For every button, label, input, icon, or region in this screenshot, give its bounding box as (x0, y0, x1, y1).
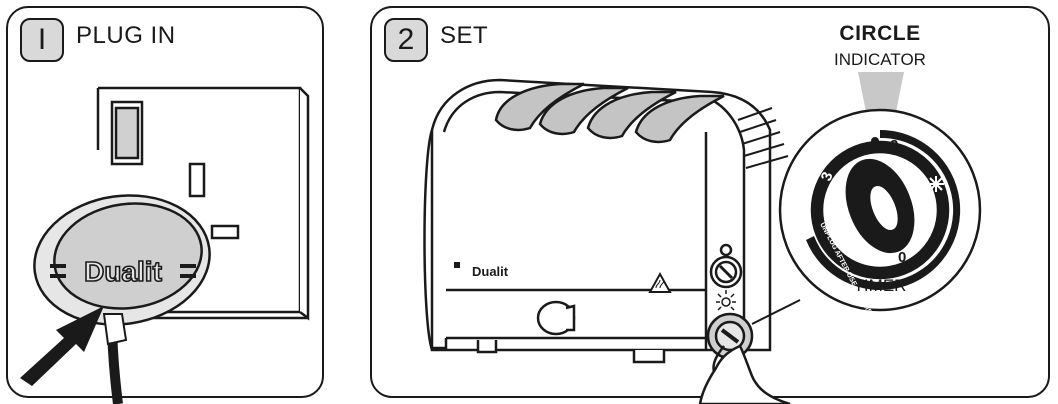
toaster-logo-marker (454, 262, 460, 268)
toaster-bread-slots (494, 82, 725, 144)
push-arrow (20, 306, 104, 386)
dial-number-0: 0 (898, 249, 906, 266)
plug-cable (102, 313, 128, 404)
step-2-badge: 2 (384, 18, 428, 62)
step-1-number: I (37, 23, 47, 56)
indicator-subheading: INDICATOR (834, 50, 926, 69)
ejector-knob (709, 243, 743, 289)
timer-label: TIMER (853, 276, 907, 295)
dial-number-2: 2 (890, 137, 898, 154)
toaster-lever (536, 300, 576, 336)
plug-brand-logo: Dualit (84, 256, 162, 287)
step-1-title: PLUG IN (76, 22, 176, 49)
socket-switch (110, 100, 144, 166)
callout-pointer (751, 299, 801, 325)
timer-dial-callout (778, 108, 982, 312)
step-2-title: SET (440, 22, 489, 49)
plug-grip-lines (50, 264, 196, 278)
toaster-brand-logo: Dualit (472, 264, 509, 279)
defrost-snowflake-icon (928, 176, 944, 192)
toaster-side-vents (737, 107, 789, 169)
plug-head (33, 194, 211, 326)
step-2-number: 2 (397, 23, 415, 56)
toaster-body (423, 78, 772, 352)
warning-triangle-icon (648, 271, 672, 293)
hand (698, 344, 791, 404)
toaster-feet (430, 338, 666, 364)
step-1-badge: I (20, 18, 64, 62)
circle-heading: CIRCLE (839, 22, 921, 45)
light-indicator-icon (716, 290, 736, 311)
